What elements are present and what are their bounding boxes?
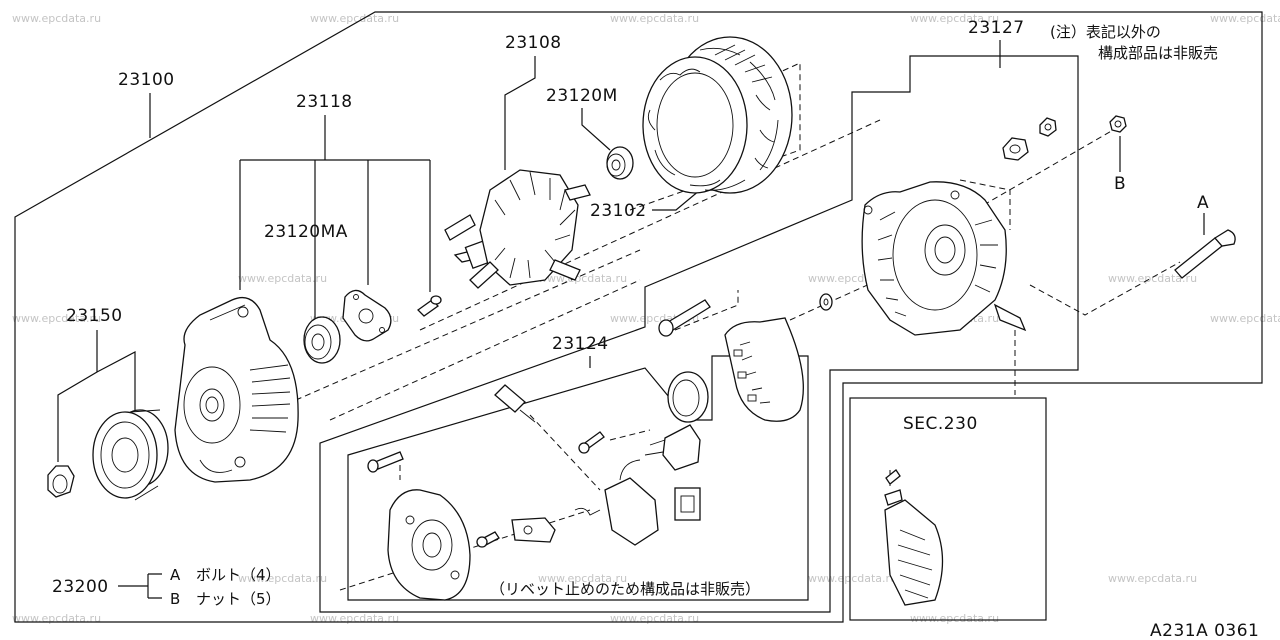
watermark: www.epcdata.ru (310, 612, 399, 625)
nut-B (1109, 115, 1127, 133)
spacer (819, 293, 833, 311)
cover-screw (476, 531, 500, 548)
diagram-code: A231A 0361 (1150, 621, 1259, 640)
rivet-note: （リベット止めのため構成品は非販売） (490, 580, 760, 598)
leader-23120M (581, 108, 611, 151)
watermark: www.epcdata.ru (238, 272, 327, 285)
watermark: www.epcdata.ru (12, 612, 101, 625)
legend-key-B: B (170, 590, 180, 608)
assembly-line (419, 119, 881, 331)
pulley-23150 (92, 409, 169, 501)
note-line-1: (注）表記以外の (1050, 23, 1161, 41)
leader-23150 (57, 330, 136, 462)
diode (511, 517, 556, 543)
terminal-block (674, 487, 701, 521)
watermark: www.epcdata.ru (610, 12, 699, 25)
watermark: www.epcdata.ru (1108, 272, 1197, 285)
through-bolt-A (1174, 229, 1236, 279)
seal-ring (667, 371, 709, 423)
assembly-line (529, 414, 601, 491)
watermark: www.epcdata.ru (610, 612, 699, 625)
label-23124: 23124 (552, 334, 609, 354)
assembly-line (609, 429, 651, 441)
sec230-box (849, 397, 1047, 621)
label-23127: 23127 (968, 18, 1025, 38)
label-23118: 23118 (296, 92, 353, 112)
rear-housing (861, 181, 1027, 336)
brush-holder (574, 459, 659, 546)
watermark: www.epcdata.ru (12, 312, 101, 325)
label-23108: 23108 (505, 33, 562, 53)
assembly-line (329, 279, 641, 421)
rectifier-bolt (658, 299, 711, 337)
sec230-bracket (884, 469, 944, 606)
rear-bearing-23120M (606, 146, 634, 180)
bearing-retainer (342, 289, 392, 342)
rotor-23108 (444, 169, 591, 289)
cover-bolt (367, 451, 404, 473)
assembly-line (974, 125, 1121, 211)
brush-screw (578, 431, 605, 454)
callout-B: B (1114, 174, 1126, 194)
note-line-2: 構成部品は非販売 (1098, 44, 1218, 62)
brush (494, 384, 536, 423)
watermark: www.epcdata.ru (1210, 312, 1280, 325)
watermark: www.epcdata.ru (238, 572, 327, 585)
callout-A: A (1197, 193, 1209, 213)
pulley-nut (47, 465, 75, 498)
label-sec230: SEC.230 (903, 414, 978, 434)
assembly-line (674, 290, 739, 331)
rectifier (724, 317, 804, 422)
label-23120M: 23120M (546, 86, 618, 106)
leader-23118 (239, 115, 431, 320)
watermark: www.epcdata.ru (910, 12, 999, 25)
stator-23102 (642, 36, 793, 194)
assembly-boundary-23124 (347, 355, 809, 601)
watermark: www.epcdata.ru (310, 12, 399, 25)
watermark: www.epcdata.ru (538, 572, 627, 585)
retainer-screw (416, 295, 442, 317)
legend-text-A: ボルト（4） (196, 566, 281, 584)
leader-23108 (504, 56, 536, 170)
legend-text-B: ナット（5） (196, 590, 281, 608)
front-housing (174, 296, 299, 483)
terminal-nut (1039, 117, 1057, 137)
watermark: www.epcdata.ru (538, 272, 627, 285)
assembly-boundary-23127 (319, 55, 1079, 613)
legend-key-A: A (170, 566, 181, 584)
label-23150: 23150 (66, 306, 123, 326)
front-bearing (303, 316, 341, 364)
assembly-line (1029, 261, 1181, 316)
rear-cover (387, 489, 471, 601)
assembly-line (959, 179, 1011, 230)
leader-23200 (118, 573, 162, 599)
watermark: www.epcdata.ru (808, 572, 897, 585)
watermark: www.epcdata.ru (12, 12, 101, 25)
label-23100: 23100 (118, 70, 175, 90)
terminal-insulator (1002, 137, 1029, 161)
watermark: www.epcdata.ru (1210, 12, 1280, 25)
regulator (644, 424, 701, 471)
watermark: www.epcdata.ru (1108, 572, 1197, 585)
label-23120MA: 23120MA (264, 222, 348, 242)
label-23102: 23102 (590, 201, 647, 221)
assembly-boundary-23100 (14, 11, 1263, 623)
leader-23102 (652, 189, 701, 211)
watermark: www.epcdata.ru (910, 612, 999, 625)
label-23200: 23200 (52, 577, 109, 597)
